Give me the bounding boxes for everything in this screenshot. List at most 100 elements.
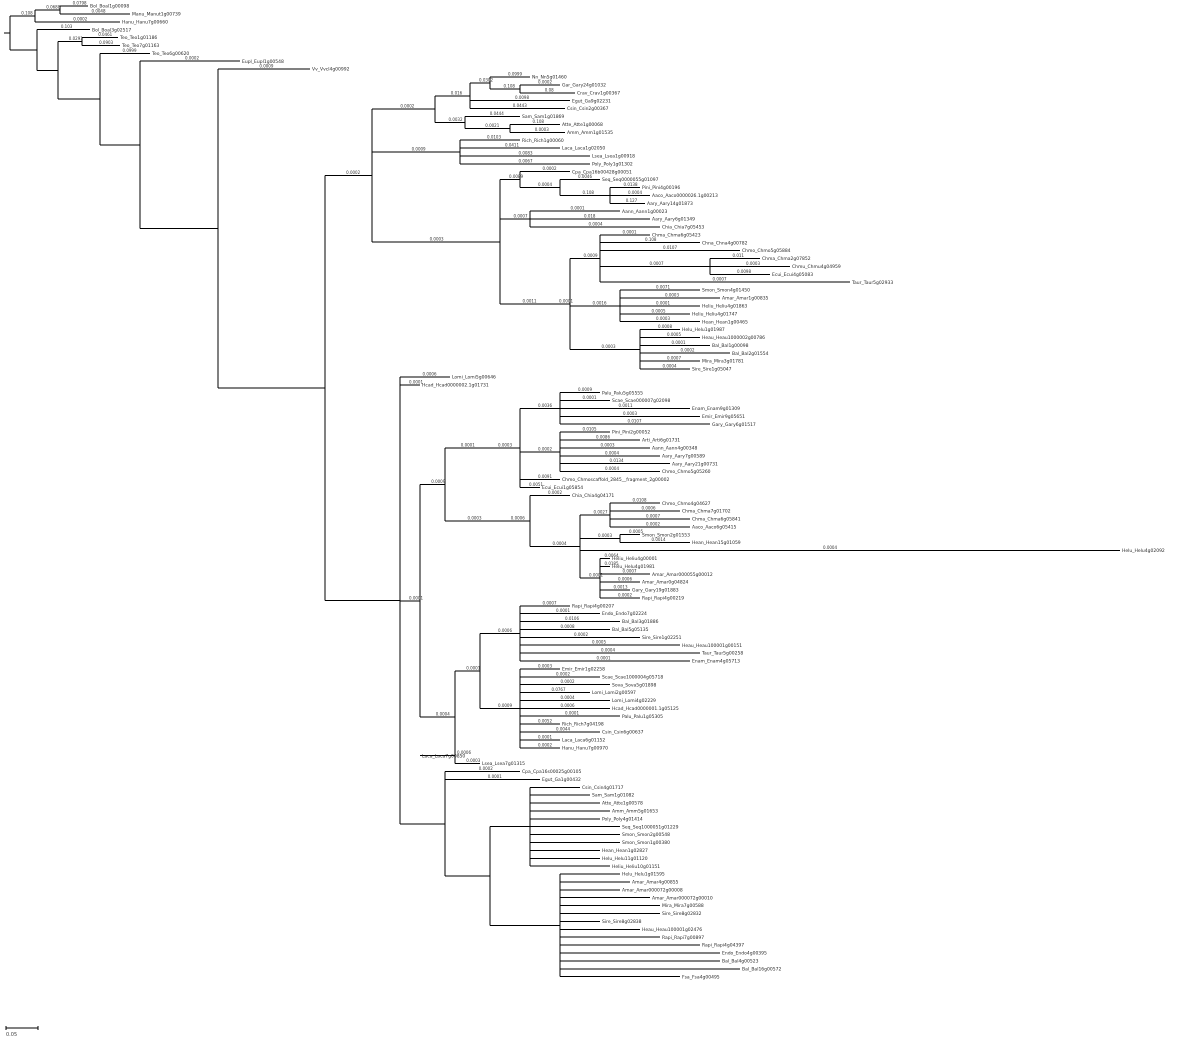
tip-label: Aary_Aary21g00731	[672, 461, 718, 467]
tip-label: Ecui_Ecui1g05854	[542, 485, 583, 491]
branch-length-label: 0.103	[61, 24, 73, 29]
tip-label: Amar_Amar4g00855	[632, 880, 679, 886]
branch-length-label: 0.0003	[656, 316, 670, 321]
tip-label: Smon_Smon1g00380	[622, 840, 670, 846]
tip-label: Manu_Manut1g00739	[132, 11, 181, 17]
branch-length-label: 0.0003	[665, 292, 679, 297]
branch-length-label: 0.108	[645, 237, 657, 242]
tip-label: Palu_Palu5g05555	[602, 390, 643, 396]
branch-length-label: 0.0443	[513, 103, 527, 108]
tip-label: Amar_Amar000072g00008	[622, 887, 683, 893]
tip-label: Hean_Hean15g01059	[692, 540, 741, 546]
branch-length-label: 0.0002	[73, 16, 87, 21]
tip-label: Helu_Helu11g01120	[602, 856, 648, 862]
branch-length-label: 0.0014	[652, 537, 666, 542]
branch-length-label: 0.0002	[538, 742, 552, 747]
branch-length-label: 0.0999	[508, 72, 522, 77]
tip-label: Chmo_Chmo5g05260	[662, 469, 711, 475]
branch-length-label: 0.0004	[589, 221, 603, 226]
tip-label: Taur_Taur5g00258	[701, 651, 743, 657]
branch-length-label: 0.0002	[646, 521, 660, 526]
tip-label: Amm_Amm5g01653	[612, 809, 658, 815]
branch-length-label: 0.0185	[605, 561, 619, 566]
tip-label: Sova_Sova5g01898	[612, 682, 656, 688]
branch-length-label: 0.0001	[565, 711, 579, 716]
tip-label: Sam_Sam1g01082	[592, 793, 634, 799]
branch-length-label: 0.0004	[561, 695, 575, 700]
branch-length-label: 0.0005	[652, 308, 666, 313]
branch-length-label: 0.0067	[519, 158, 533, 163]
branch-length-label: 0.0007	[623, 569, 637, 574]
branch-length-label: 0.108	[21, 10, 33, 15]
branch-length-label: 0.0001	[409, 379, 423, 384]
branch-length-label: 0.0688	[46, 4, 60, 9]
branch-length-label: 0.0002	[548, 490, 562, 495]
tip-label: Sam_Sam1g01869	[522, 114, 564, 120]
tip-label: Aaco_Aaco6g05415	[692, 524, 737, 530]
branch-length-label: 0.0003	[430, 236, 444, 241]
branch-length-label: 0.0007	[514, 214, 528, 219]
tip-label: Chma_Chma6g05423	[652, 232, 701, 238]
branch-length-label: 0.0006	[618, 577, 632, 582]
branch-length-label: 0.0003	[535, 127, 549, 132]
branch-length-label: 0.0003	[746, 261, 760, 266]
branch-length-label: 0.0002	[185, 56, 199, 61]
branch-length-label: 0.0009	[431, 479, 445, 484]
tip-label: Seq_Seq1000051g01229	[622, 824, 679, 830]
tip-label: Gar_Gary24g01032	[562, 83, 606, 89]
branch-length-label: 0.0106	[565, 616, 579, 621]
branch-length-label: 0.0005	[667, 332, 681, 337]
tip-label: Aary_Aary6g01349	[652, 217, 695, 223]
tip-label: Arti_Arti6g01731	[642, 438, 680, 444]
branch-length-label: 0.011	[733, 253, 745, 258]
branch-length-label: 0.0138	[624, 182, 638, 187]
tip-label: Hean_Hean1g02827	[602, 848, 648, 854]
branch-length-label: 0.018	[584, 214, 596, 219]
tip-label: Vv_Vvcl4g00992	[312, 67, 350, 73]
branch-length-label: 0.0002	[618, 592, 632, 597]
branch-length-label: 0.0002	[556, 671, 570, 676]
tip-label: Bal_Bal1g00098	[712, 343, 749, 349]
tip-label: Sire_Sire1g02251	[642, 635, 682, 641]
tip-label: Chia_Chia7g05453	[662, 225, 704, 231]
tip-label: Rapi_Rapi4g00219	[642, 595, 684, 601]
branch-length-label: 0.08	[545, 87, 554, 92]
tip-label: Heliu_Heliu4g01747	[692, 311, 737, 317]
tip-label: Amm_Amm1g01535	[567, 130, 613, 136]
branch-length-label: 0.0005	[629, 529, 643, 534]
branch-length-label: 0.0004	[553, 541, 567, 546]
branch-length-label: 0.0001	[597, 655, 611, 660]
tip-label: Hanu_Hanu7g00660	[122, 19, 168, 25]
tip-label: Bal_Bal2g01554	[732, 351, 769, 357]
branch-length-label: 0.0083	[519, 150, 533, 155]
branch-length-label: 0.0098	[737, 269, 751, 274]
branch-length-label: 0.0064	[605, 553, 619, 558]
branch-length-label: 0.0009	[584, 253, 598, 258]
branch-length-label: 0.0006	[457, 750, 471, 755]
tip-label: Atte_Atte1g00068	[562, 122, 603, 128]
branch-length-label: 0.0001	[583, 395, 597, 400]
branch-length-label: 0.0004	[628, 190, 642, 195]
tip-label: Chma_Chma7g01702	[682, 509, 731, 515]
tip-label: Heau_Heau100001g00151	[682, 643, 742, 649]
tip-label: Cpa_Cpa16s00025g00105	[522, 769, 581, 775]
tip-label: Scae_Scae1000004g05718	[602, 674, 663, 680]
tip-label: Lomi_Lomi2g00597	[592, 690, 636, 696]
tip-label: Scae_Scae000007g02098	[612, 398, 670, 404]
branch-length-label: 0.0021	[485, 123, 499, 128]
tip-label: Aann_Aann1g00023	[622, 209, 668, 215]
branch-length-label: 0.0002	[538, 79, 552, 84]
tip-label: Fsa_Fsa4g00495	[682, 974, 720, 980]
branch-length-label: 0.0009	[498, 703, 512, 708]
branch-length-label: 0.0027	[594, 510, 608, 515]
branch-length-label: 0.0044	[556, 727, 570, 732]
branch-length-label: 0.0001	[538, 734, 552, 739]
tip-labels: Bol_Boal1g00098Manu_Manut1g00739Hanu_Han…	[90, 4, 1165, 981]
branch-length-label: 0.0002	[574, 632, 588, 637]
branch-length-label: 0.0089	[509, 174, 523, 179]
branch-length-label: 0.0052	[538, 719, 552, 724]
tip-label: Cpa_Cpa16b00428g00051	[572, 169, 632, 175]
tip-label: Egut_Ga1g00432	[542, 777, 581, 783]
tip-label: Nn_Nn5g01460	[532, 75, 567, 81]
